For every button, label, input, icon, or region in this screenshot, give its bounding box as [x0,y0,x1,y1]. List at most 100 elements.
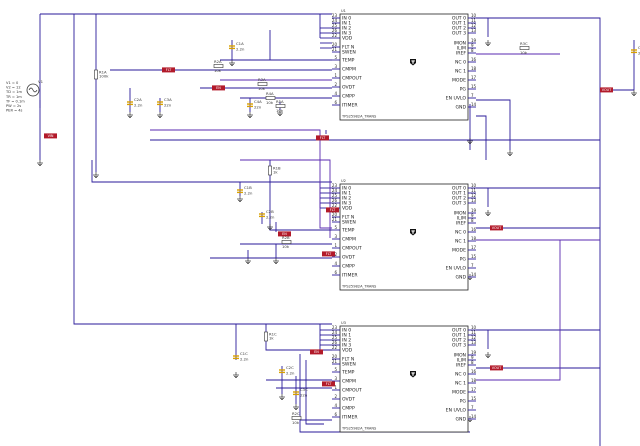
pin-number: 10 [471,183,477,188]
pin-name: FLT N [342,45,354,51]
pin-number: 12 [471,335,477,340]
pin-name: IREF [456,51,466,57]
source-param: V1 = 0 [6,81,19,85]
pin-name: ITIMER [342,415,358,421]
pin-number: 9 [471,43,474,48]
net-label: EN [212,85,225,91]
pin-name: IN 3 [342,201,351,207]
pin-number: 22 [332,203,338,208]
pin-name: OUT 1 [452,21,466,27]
net-label-text: FLT [166,68,172,72]
pin-name: OUT 0 [452,16,466,22]
pin-number: 2 [334,82,337,87]
net-label-text: VOUT [492,366,502,370]
ground-icon [485,40,491,46]
ic-body [339,183,469,291]
pin-number: 14 [471,272,477,277]
pin-number: 7 [471,263,474,268]
pin-name: TEMP [341,370,355,376]
pin-name: FLT N [342,215,354,221]
pin-number: 3 [334,376,337,381]
pin-name: OUT 1 [452,191,466,197]
net-label: VOUT [490,365,503,371]
pin-name: CMPOUT [342,246,362,252]
pin-name: CMPOUT [342,388,362,394]
pin-number: 2 [334,394,337,399]
capacitor-value: 22n [164,103,172,108]
resistor-ref: R4A [266,91,274,96]
capacitor-ref: C3A [164,97,172,102]
wire [476,17,601,446]
resistor-ref: R1B [273,166,281,171]
pin-number: 15 [471,84,477,89]
pin-number: 6 [334,412,337,417]
wire [265,324,332,351]
ground-icon [485,210,491,216]
resistor-value: 10k [214,68,222,73]
capacitor-ref: C2B [266,209,274,214]
pin-number: 17 [471,387,477,392]
pin-number: 14 [471,414,477,419]
pin-name: EN UVLO [446,266,467,272]
ground-icon [293,404,299,410]
pin-number: 26 [332,340,338,345]
pin-name: TEMP [341,58,355,64]
wire [476,115,487,160]
pin-number: 25 [332,23,338,28]
pin-number: 17 [471,75,477,80]
pin-name: IN 3 [342,343,351,349]
pin-name: VDD [342,36,353,42]
pin-name: CMPOUT [342,76,362,82]
pin-name: MODE [452,78,466,84]
pin-name: CMPM [342,67,356,73]
pin-number: 8 [471,218,474,223]
pin-number: 24 [332,188,338,193]
resistor-value: 10k [292,420,300,425]
pin-number: 1 [334,385,337,390]
pin-name: IN 1 [342,21,351,27]
wire [305,360,324,425]
pin-number: 6 [334,270,337,275]
source-ref: V1 [38,79,44,84]
source-param: PW = 2s [6,104,21,108]
ic-part: TPS25982A_TRANS [341,285,377,289]
ground-icon [273,258,279,264]
source-param: V2 = 12 [6,86,21,90]
resistor-value: 10k [520,50,528,55]
wire [476,99,511,150]
net-label-text: FLT [326,252,332,256]
resistor: R4A 10k [265,91,276,105]
pin-number: 5 [334,55,337,60]
pin-name: MODE [452,390,466,396]
pin-name: OVDT [342,255,355,261]
net-label: FLT [316,135,329,141]
net-label: FLT [326,207,339,213]
pin-number: 5 [334,225,337,230]
pin-number: 9 [471,213,474,218]
pin-name: OUT 3 [452,31,466,37]
source-param: TF = 0.1m [5,99,25,103]
ground-icon [631,90,637,96]
ic-ref: U1 [341,9,346,13]
pin-number: 19 [471,350,477,355]
wire [476,240,561,381]
ground-icon [233,372,239,378]
pin-number: 6 [334,100,337,105]
pin-name: OUT 3 [452,201,466,207]
pin-name: FLT N [342,357,354,363]
ti-logo-icon [410,371,416,378]
pin-name: GND [455,417,466,423]
ground-icon [267,224,273,230]
pin-number: 19 [471,208,477,213]
resistor-value: 10k [266,100,274,105]
